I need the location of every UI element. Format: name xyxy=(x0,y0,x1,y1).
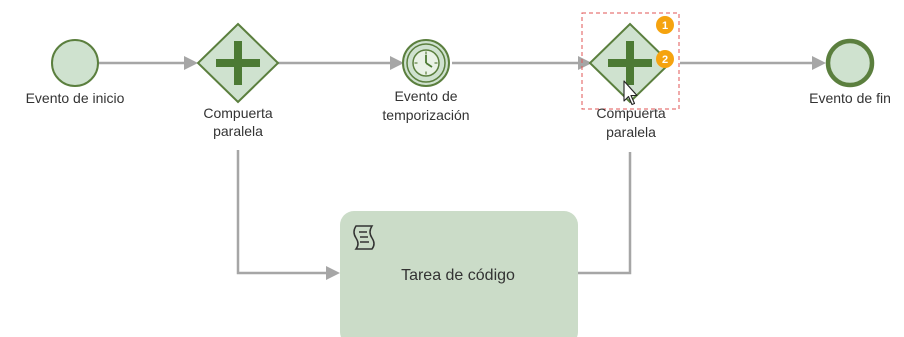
arrowhead xyxy=(326,266,340,280)
start-event-circle[interactable] xyxy=(51,39,99,87)
end-event-label: Evento de fin xyxy=(809,90,891,106)
selection-box xyxy=(581,12,680,110)
plus-icon xyxy=(608,41,652,85)
script-task[interactable]: Tarea de código xyxy=(340,211,578,337)
flow-gateway-to-task[interactable] xyxy=(236,150,327,275)
start-event-label: Evento de inicio xyxy=(26,90,125,106)
arrowhead xyxy=(390,56,404,70)
plus-icon xyxy=(216,41,260,85)
end-event-circle[interactable] xyxy=(825,38,875,88)
timer-event[interactable]: Evento de temporización xyxy=(382,39,470,123)
mouse-cursor-icon xyxy=(623,80,638,106)
badge-2[interactable] xyxy=(656,50,674,68)
timer-event-label-line1: Evento de xyxy=(394,88,457,104)
badge-1[interactable] xyxy=(656,16,674,34)
badge-1-label: 1 xyxy=(662,20,668,32)
script-task-label: Tarea de código xyxy=(401,267,515,284)
timer-event-label-line2: temporización xyxy=(382,107,469,123)
timer-event-inner-circle xyxy=(406,43,446,83)
gateway-join-label-line1: Compuerta xyxy=(596,105,665,121)
gateway-split-label-line2: paralela xyxy=(213,123,263,139)
arrowhead xyxy=(812,56,826,70)
script-task-box[interactable] xyxy=(340,211,578,337)
gateway-join-label-line2: paralela xyxy=(606,124,656,140)
end-event[interactable]: Evento de fin xyxy=(809,38,891,106)
parallel-gateway-join[interactable]: 1 2 Compuerta paralela xyxy=(581,12,680,140)
sequence-flows xyxy=(98,61,814,275)
badge-2-label: 2 xyxy=(662,54,668,66)
clock-icon xyxy=(412,49,440,77)
parallel-gateway-split[interactable]: Compuerta paralela xyxy=(196,22,280,139)
script-icon xyxy=(353,225,375,250)
arrowhead xyxy=(184,56,198,70)
flow-task-to-gateway[interactable] xyxy=(578,152,632,275)
start-event[interactable]: Evento de inicio xyxy=(26,39,125,106)
gateway-split-label-line1: Compuerta xyxy=(203,105,272,121)
